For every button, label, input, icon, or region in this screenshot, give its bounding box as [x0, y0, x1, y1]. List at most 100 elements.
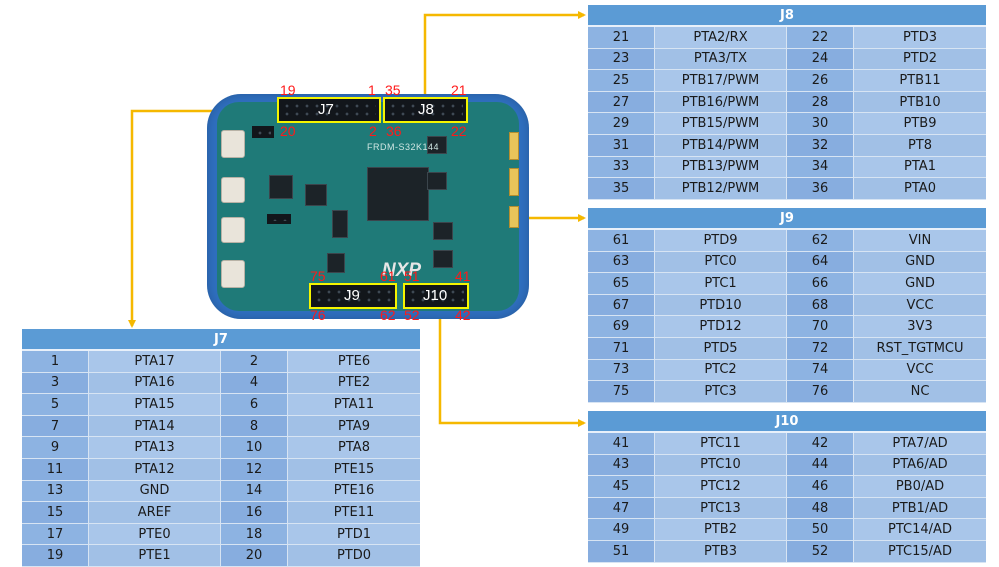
- pin-number: 22: [786, 26, 854, 49]
- pin-signal: PTE11: [287, 501, 420, 524]
- pin-signal: PTA6/AD: [853, 454, 986, 477]
- pin-number: 7: [22, 415, 89, 438]
- chip-icon: [305, 184, 327, 206]
- pin-number: 2: [220, 350, 288, 373]
- chip-icon: [427, 136, 447, 154]
- j10-pin-bottom-right: 42: [455, 307, 471, 323]
- pin-number: 10: [220, 436, 288, 459]
- j7-label: J7: [318, 101, 334, 118]
- pin-number: 72: [786, 337, 854, 360]
- pin-number: 3: [22, 372, 89, 395]
- j7-pin-bottom-left: 20: [280, 123, 296, 139]
- pin-number: 76: [786, 380, 854, 403]
- pin-number: 73: [588, 359, 655, 382]
- pin-signal: VCC: [853, 294, 986, 317]
- j10-label: J10: [423, 287, 448, 304]
- chip-icon: [269, 175, 293, 199]
- pin-signal: AREF: [88, 501, 221, 524]
- j9-pin-bottom-right: 62: [380, 307, 396, 323]
- j8-highlight[interactable]: [383, 97, 468, 123]
- pin-signal: PTA8: [287, 436, 420, 459]
- pin-signal: RST_TGTMCU: [853, 337, 986, 360]
- pin-number: 26: [786, 69, 854, 92]
- pin-number: 14: [220, 480, 288, 503]
- pin-signal: PTC1: [654, 272, 787, 295]
- pin-signal: PTB16/PWM: [654, 91, 787, 114]
- pin-signal: PTB15/PWM: [654, 112, 787, 135]
- j8-pin-bottom-left: 36: [386, 123, 402, 139]
- pin-number: 48: [786, 497, 854, 520]
- pin-signal: PTA14: [88, 415, 221, 438]
- pin-number: 45: [588, 475, 655, 498]
- j7-pin-bottom-right: 2: [369, 123, 377, 139]
- pin-number: 33: [588, 156, 655, 179]
- j7-pin-top-right: 1: [368, 82, 376, 98]
- can-jumper-icon: [509, 132, 519, 160]
- pin-number: 70: [786, 315, 854, 338]
- j8-pin-top-right: 21: [451, 82, 467, 98]
- pin-signal: PB0/AD: [853, 475, 986, 498]
- pin-signal: PTB3: [654, 540, 787, 563]
- pin-signal: PTA2/RX: [654, 26, 787, 49]
- pin-signal: PTA7/AD: [853, 432, 986, 455]
- pin-number: 17: [22, 523, 89, 546]
- pin-signal: PT8: [853, 134, 986, 157]
- pin-signal: PTC0: [654, 251, 787, 274]
- pin-signal: PTE15: [287, 458, 420, 481]
- chip-icon: [327, 253, 345, 273]
- pin-signal: PTB10: [853, 91, 986, 114]
- can-jumper-icon: [509, 168, 519, 196]
- pin-signal: NC: [853, 380, 986, 403]
- pin-signal: GND: [88, 480, 221, 503]
- pin-signal: PTA17: [88, 350, 221, 373]
- pin-number: 21: [588, 26, 655, 49]
- j9-highlight[interactable]: [309, 283, 397, 309]
- j8-header: [385, 99, 466, 121]
- pin-number: 30: [786, 112, 854, 135]
- pin-number: 49: [588, 518, 655, 541]
- pin-number: 28: [786, 91, 854, 114]
- pin-signal: PTB9: [853, 112, 986, 135]
- pin-number: 8: [220, 415, 288, 438]
- frdm-board: FRDM-S32K144 NXP: [207, 94, 529, 319]
- pin-signal: PTD10: [654, 294, 787, 317]
- pin-number: 29: [588, 112, 655, 135]
- pin-signal: PTA3/TX: [654, 48, 787, 71]
- pin-signal: PTC2: [654, 359, 787, 382]
- pin-signal: PTC3: [654, 380, 787, 403]
- pin-number: 27: [588, 91, 655, 114]
- pin-number: 62: [786, 229, 854, 252]
- pin-signal: PTA13: [88, 436, 221, 459]
- pin-number: 15: [22, 501, 89, 524]
- j7-highlight[interactable]: [277, 97, 381, 123]
- pin-number: 63: [588, 251, 655, 274]
- table-title: J9: [588, 208, 986, 230]
- j10-pin-bottom-left: 52: [404, 307, 420, 323]
- pin-number: 65: [588, 272, 655, 295]
- j9-label: J9: [344, 287, 360, 304]
- j10-highlight[interactable]: [403, 283, 469, 309]
- j10-pin-top-left: 51: [404, 268, 420, 284]
- pin-number: 9: [22, 436, 89, 459]
- pin-signal: PTB13/PWM: [654, 156, 787, 179]
- pin-number: 52: [786, 540, 854, 563]
- chip-icon: [433, 250, 453, 268]
- pin-signal: PTD1: [287, 523, 420, 546]
- pin-signal: PTD2: [853, 48, 986, 71]
